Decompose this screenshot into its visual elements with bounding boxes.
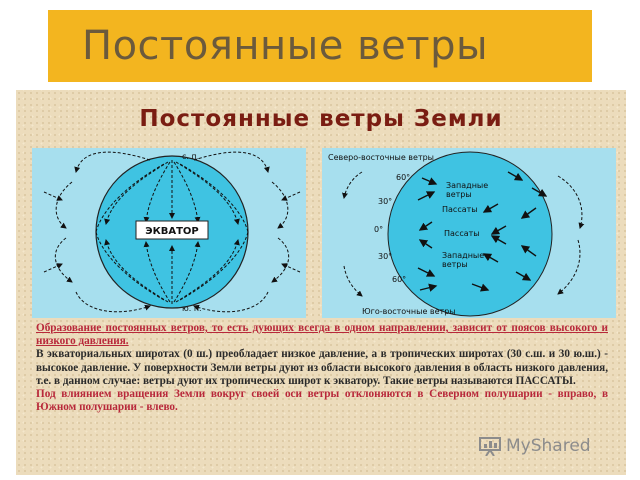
trades-south-label: Пассаты bbox=[444, 229, 480, 238]
lat-30n-label: 30° bbox=[378, 197, 392, 206]
paragraph-formation: Образование постоянных ветров, то есть д… bbox=[36, 322, 608, 348]
panel-title: Постоянные ветры Земли bbox=[139, 106, 503, 132]
description-text: Образование постоянных ветров, то есть д… bbox=[36, 322, 608, 414]
northeast-winds-label: Северо-восточные ветры bbox=[328, 153, 434, 162]
outer-wind-arcs bbox=[342, 171, 585, 297]
lat-0-label: 0° bbox=[374, 225, 383, 234]
southeast-winds-label: Юго-восточные ветры bbox=[362, 307, 456, 316]
equator-label: ЭКВАТОР bbox=[145, 226, 199, 237]
slide-title-bar: Постоянные ветры bbox=[48, 10, 592, 82]
north-pole-label: с. п. bbox=[182, 152, 199, 161]
paragraph-rotation: Под влиянием вращения Земли вокруг своей… bbox=[36, 388, 608, 414]
brand-watermark: MyShared bbox=[478, 436, 591, 456]
inner-circulation-lines bbox=[95, 160, 249, 304]
pressure-circulation-diagram: ЭКВАТОР с. п. ю. п. bbox=[43, 151, 301, 313]
content-panel: Постоянные ветры Земли bbox=[16, 90, 626, 475]
wind-arrows bbox=[417, 171, 548, 292]
wind-belts-diagram: 60° 30° 0° 30° 60° Северо-восточные ветр… bbox=[328, 151, 585, 317]
pressure-circulation-figure: ЭКВАТОР с. п. ю. п. bbox=[32, 148, 306, 318]
presentation-board-icon bbox=[479, 437, 501, 456]
outer-circulation-loops bbox=[43, 151, 301, 313]
paragraph-trade-winds: В экваториальных широтах (0 ш.) преоблад… bbox=[36, 348, 608, 387]
lat-60n-label: 60° bbox=[396, 173, 410, 182]
trades-north-label: Пассаты bbox=[442, 205, 478, 214]
equator-label-box bbox=[135, 220, 209, 240]
slide-title: Постоянные ветры bbox=[82, 23, 489, 69]
wind-belts-figure: 60° 30° 0° 30° 60° Северо-восточные ветр… bbox=[322, 148, 616, 318]
lat-60s-label: 60° bbox=[392, 275, 406, 284]
south-pole-label: ю. п. bbox=[182, 304, 202, 313]
lat-30s-label: 30° bbox=[378, 252, 392, 261]
brand-name: MyShared bbox=[506, 436, 591, 456]
